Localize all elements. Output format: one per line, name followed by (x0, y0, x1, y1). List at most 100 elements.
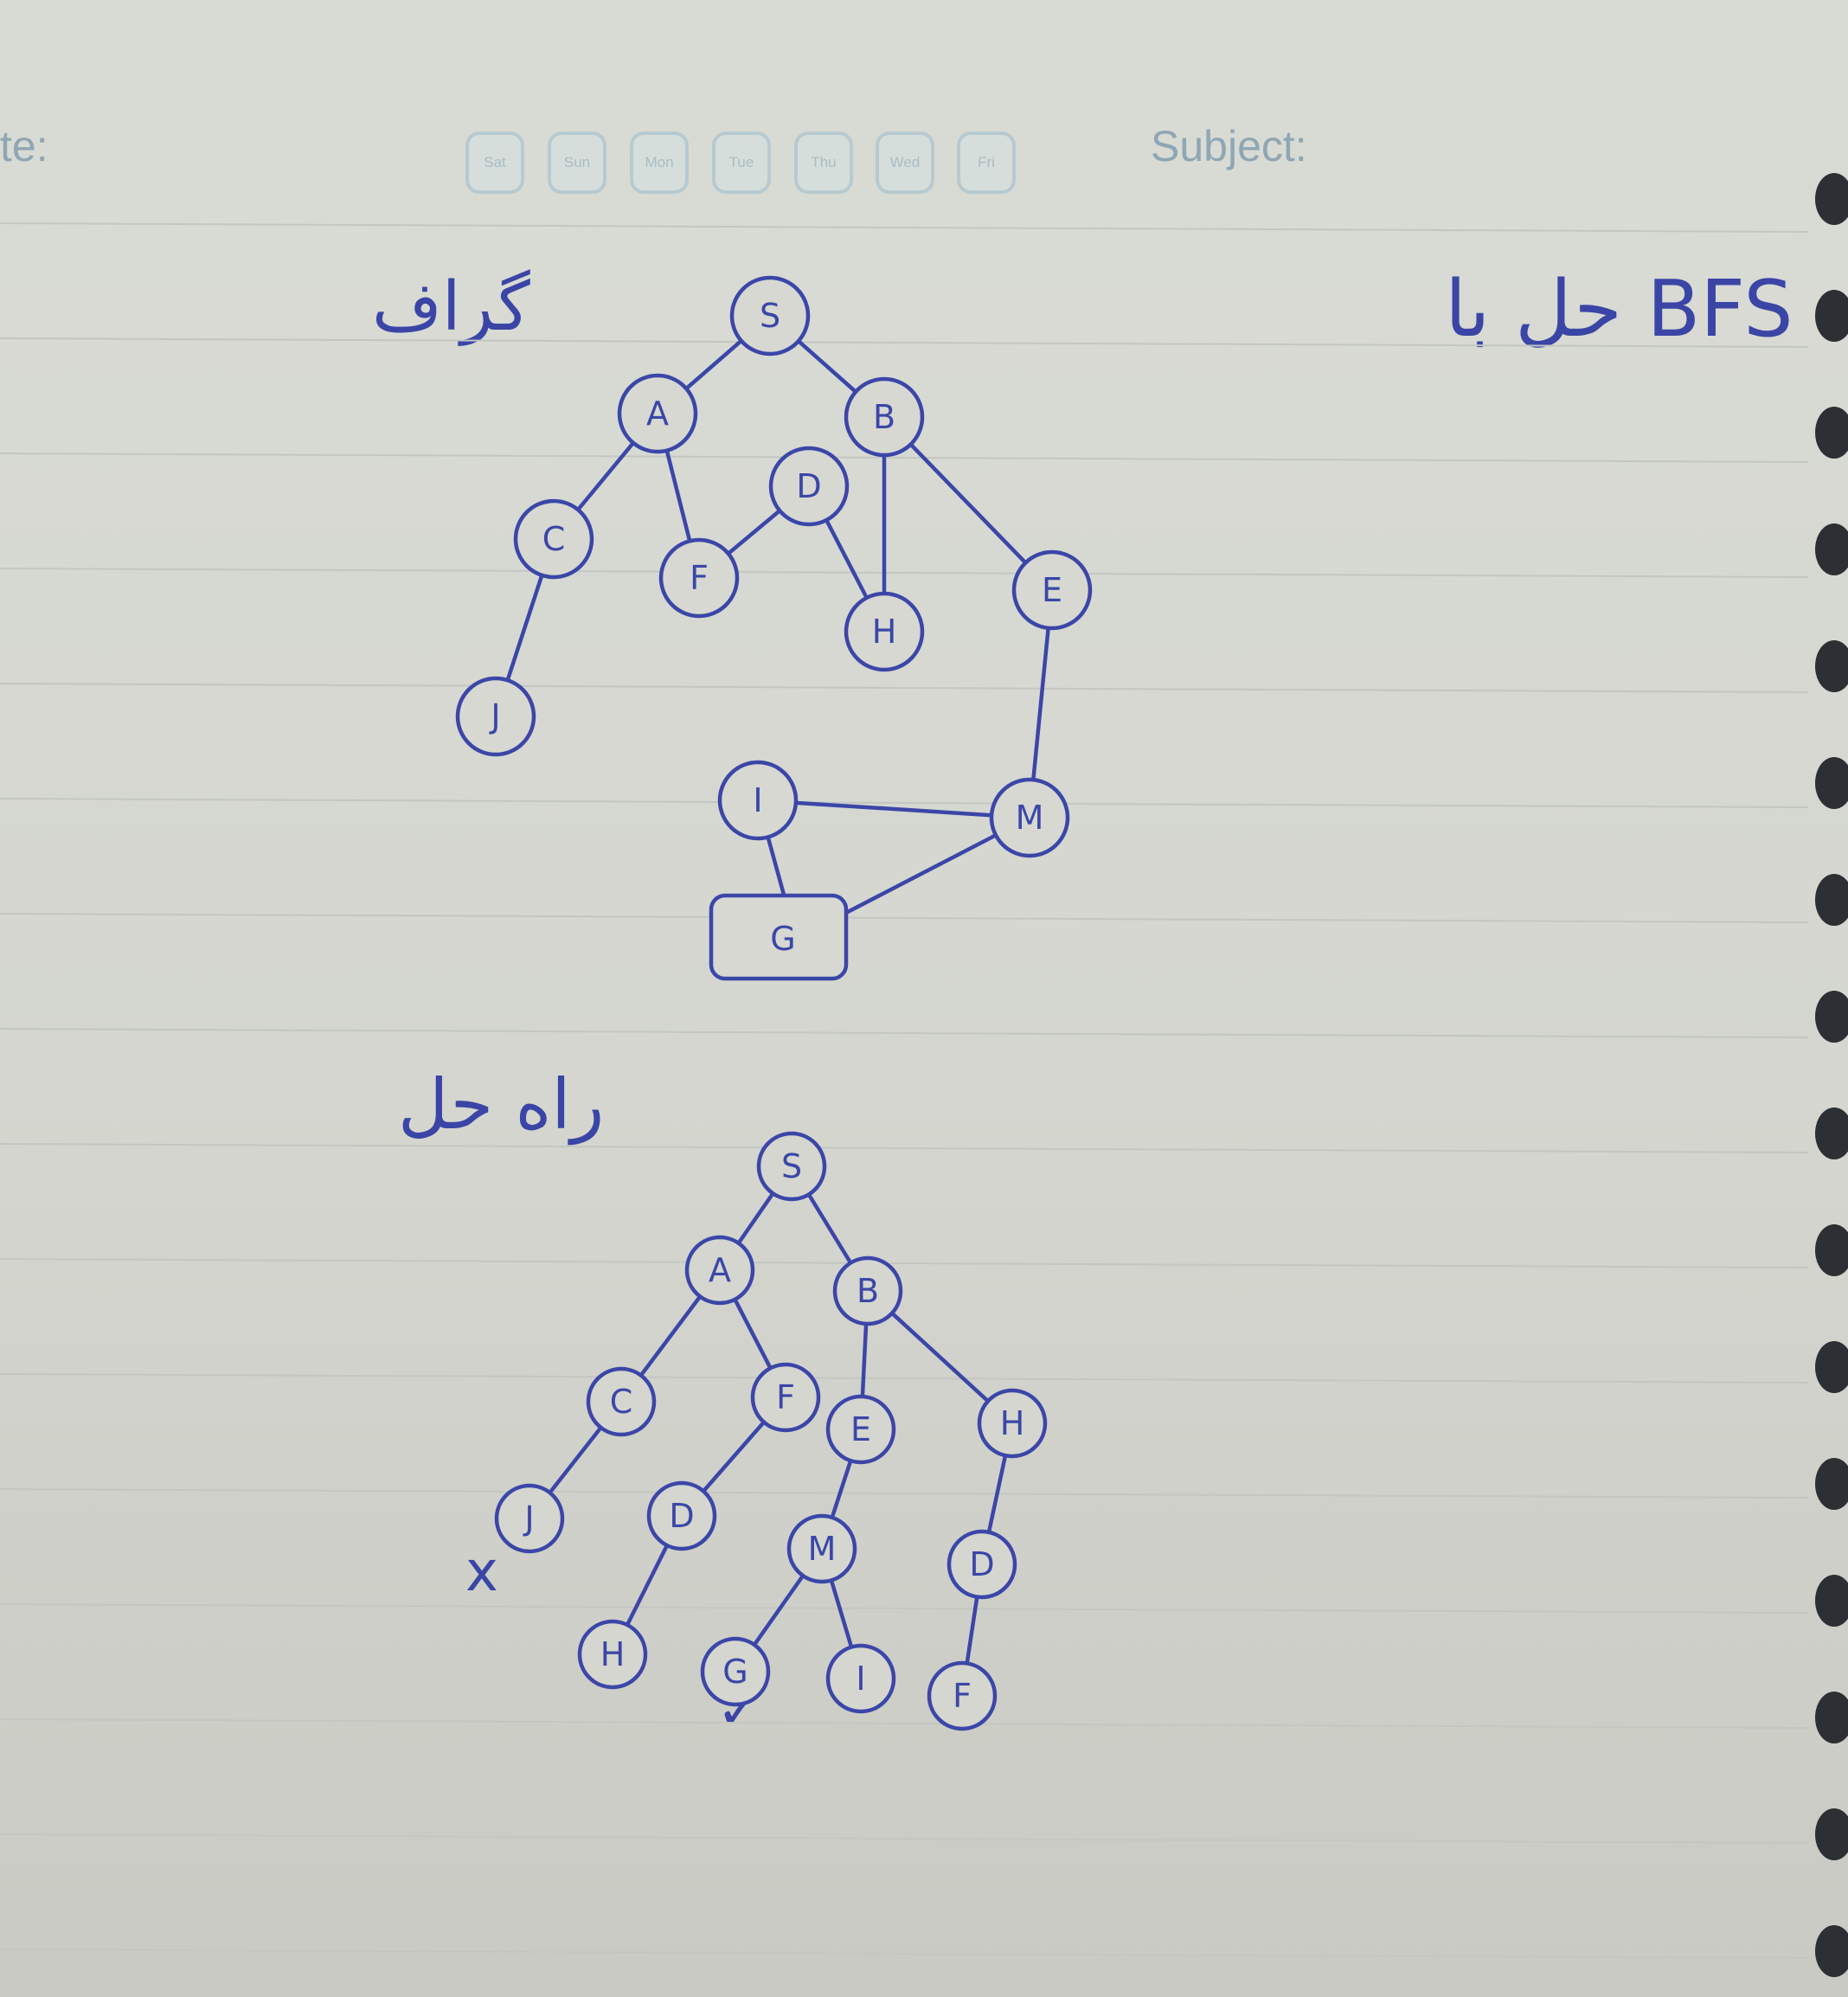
tree-node-8 (646, 1480, 717, 1551)
day-box-tue: Tue (712, 132, 771, 194)
tree-node-12 (700, 1636, 771, 1707)
day-box-sun: Sun (548, 132, 606, 194)
spiral-hole (1815, 640, 1848, 692)
tree-node-11 (577, 1619, 648, 1690)
ruled-line (0, 1718, 1809, 1729)
graph-node-d-label: D (796, 467, 821, 505)
tree-node-13 (825, 1643, 896, 1714)
ruled-line (0, 1258, 1809, 1268)
graph-node-g-box (709, 893, 849, 981)
graph-node-d (768, 446, 850, 527)
graph-node-m (989, 777, 1070, 858)
tree-node-7-label: J (523, 1499, 534, 1538)
day-box-fri: Fri (957, 132, 1016, 194)
tree-node-1 (684, 1235, 755, 1306)
graph-node-b (844, 376, 925, 458)
graph-node-e-label: E (1042, 571, 1062, 609)
tree-node-3-label: C (610, 1383, 633, 1421)
tree-node-9-label: M (808, 1530, 837, 1568)
day-box-thu: Thu (794, 132, 853, 194)
tree-node-0-label: S (781, 1147, 802, 1185)
ruled-line (0, 337, 1809, 348)
ruled-line (0, 913, 1809, 923)
bfs-title: حل با BFS (1445, 264, 1793, 355)
tree-node-13-label: I (856, 1660, 865, 1698)
ruled-line (0, 1949, 1809, 1959)
graph-edge-b-e (882, 414, 1055, 593)
ruled-line (0, 798, 1809, 808)
graph-node-a-label: A (646, 395, 669, 433)
tree-node-8-label: D (669, 1497, 694, 1535)
spiral-hole (1815, 407, 1848, 459)
tree-node-5 (825, 1394, 896, 1465)
graph-node-c-label: C (542, 520, 566, 558)
tree-node-2-label: B (857, 1272, 879, 1310)
graph-node-f-label: F (690, 559, 709, 597)
spiral-hole (1815, 1925, 1848, 1977)
spiral-hole (1815, 1341, 1848, 1393)
ruled-line (0, 1488, 1809, 1499)
ruled-line (0, 453, 1809, 463)
spiral-hole (1815, 757, 1848, 809)
tree-node-4 (750, 1362, 821, 1433)
tree-node-10-label: D (969, 1545, 994, 1583)
solution-label: راه حل (398, 1064, 605, 1145)
graph-label: گراف (372, 268, 530, 346)
dead-end-mark: x (465, 1540, 498, 1604)
ruled-line (0, 1603, 1809, 1614)
tree-node-0 (756, 1131, 827, 1202)
spiral-hole (1815, 874, 1848, 926)
graph-node-s (729, 275, 811, 356)
day-box-mon: Mon (630, 132, 689, 194)
tree-node-3 (586, 1366, 657, 1437)
graph-node-j-label: J (489, 697, 500, 735)
tree-node-11-label: H (600, 1635, 626, 1673)
graph-node-a (617, 373, 698, 454)
tree-node-1-label: A (709, 1251, 731, 1289)
ruled-line (0, 1373, 1809, 1384)
ruled-line (0, 1833, 1809, 1844)
tree-node-4-label: F (776, 1378, 795, 1416)
graph-node-m-label: M (1016, 799, 1044, 837)
spiral-hole (1815, 1692, 1848, 1743)
graph-node-e (1011, 549, 1093, 631)
graph-node-h (844, 591, 925, 672)
graph-node-i (717, 760, 799, 841)
ruled-line (0, 1143, 1809, 1153)
graph-edge-i-m (755, 798, 1032, 820)
graph-node-c (513, 498, 594, 580)
ruled-line (0, 1028, 1809, 1038)
tree-node-12-label: G (722, 1653, 748, 1691)
tree-node-14-label: F (953, 1677, 972, 1715)
graph-node-h-label: H (872, 613, 897, 651)
spiral-hole (1815, 1575, 1848, 1627)
graph-node-s-label: S (760, 297, 780, 335)
day-box-sat: Sat (465, 132, 524, 194)
tree-node-9 (786, 1513, 857, 1584)
ruled-line (0, 568, 1809, 578)
spiral-hole (1815, 523, 1848, 575)
tree-node-6-label: H (1000, 1404, 1025, 1442)
spiral-hole (1815, 1458, 1848, 1510)
graph-node-i-label: I (753, 781, 762, 819)
tree-node-10 (946, 1529, 1017, 1600)
ruled-line (0, 683, 1809, 693)
ruled-line (0, 222, 1809, 233)
date-label: te: (0, 122, 48, 170)
tree-node-14 (927, 1660, 998, 1731)
graph-node-j (455, 676, 536, 757)
spiral-hole (1815, 991, 1848, 1043)
spiral-hole (1815, 1808, 1848, 1860)
graph-node-g-label: G (770, 920, 795, 958)
spiral-hole (1815, 173, 1848, 225)
spiral-hole (1815, 1224, 1848, 1276)
tree-node-6 (977, 1388, 1048, 1459)
spiral-hole (1815, 290, 1848, 342)
spiral-hole (1815, 1108, 1848, 1159)
tree-node-2 (832, 1255, 903, 1326)
tree-node-7 (494, 1483, 565, 1554)
graph-node-f (658, 537, 740, 619)
tree-node-5-label: E (850, 1410, 871, 1448)
